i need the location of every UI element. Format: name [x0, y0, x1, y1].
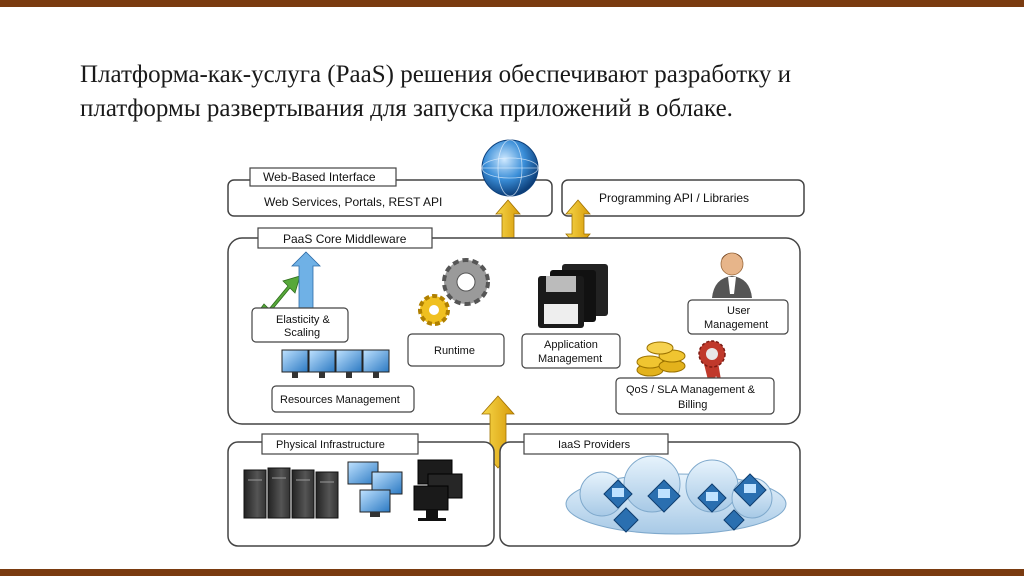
iaas-providers-label: IaaS Providers — [558, 439, 631, 451]
elasticity-label-line-2: Scaling — [284, 327, 320, 339]
runtime-box: Runtime — [407, 333, 505, 367]
elasticity-label-line-1: Elasticity & — [276, 314, 330, 326]
user-person-icon — [712, 252, 752, 298]
qos-label-line-1: QoS / SLA Management & — [626, 384, 756, 396]
qos-sla-billing-box: QoS / SLA Management & Billing — [615, 377, 775, 415]
runtime-gears-icon — [418, 258, 490, 326]
app-management-label-line-1: Application — [544, 339, 598, 351]
resources-management-label: Resources Management — [280, 394, 400, 406]
user-management-box: User Management — [687, 299, 789, 335]
web-interface-body-label: Web Services, Portals, REST API — [264, 195, 442, 209]
runtime-label: Runtime — [434, 345, 475, 357]
bottom-accent-bar — [0, 569, 1024, 576]
middleware-tab-label: PaaS Core Middleware — [283, 232, 407, 246]
dark-monitors-icon — [413, 459, 463, 521]
paas-architecture-diagram: Web-Based Interface Web Services, Portal… — [222, 134, 812, 552]
programming-api-label: Programming API / Libraries — [599, 191, 749, 205]
web-interface-panel: Web-Based Interface Web Services, Portal… — [227, 167, 553, 217]
slide-title-line-1: Платформа-как-услуга (PaaS) решения обес… — [80, 61, 792, 88]
desktop-monitors-icon — [347, 461, 403, 517]
user-management-label-line-2: Management — [704, 319, 768, 331]
qos-label-line-2: Billing — [678, 399, 707, 411]
physical-infrastructure-label: Physical Infrastructure — [276, 439, 385, 451]
slide-title: Платформа-как-услуга (PaaS) решения обес… — [80, 58, 960, 126]
elasticity-scaling-box: Elasticity & Scaling — [251, 307, 349, 343]
user-management-label-line-1: User — [727, 305, 751, 317]
resource-monitors-icon — [281, 349, 390, 378]
top-accent-bar — [0, 0, 1024, 7]
cloud-network-icon — [565, 455, 787, 535]
programming-api-panel: Programming API / Libraries — [561, 179, 805, 217]
application-floppy-disks-icon — [538, 264, 608, 328]
globe-icon — [481, 139, 539, 197]
application-management-box: Application Management — [521, 333, 621, 369]
app-management-label-line-2: Management — [538, 353, 602, 365]
server-racks-icon — [243, 467, 339, 519]
coins-icon — [636, 341, 686, 377]
slide-title-line-2: платформы развертывания для запуска прил… — [80, 95, 733, 122]
resources-management-box: Resources Management — [271, 385, 415, 413]
web-interface-tab-label: Web-Based Interface — [263, 170, 376, 184]
